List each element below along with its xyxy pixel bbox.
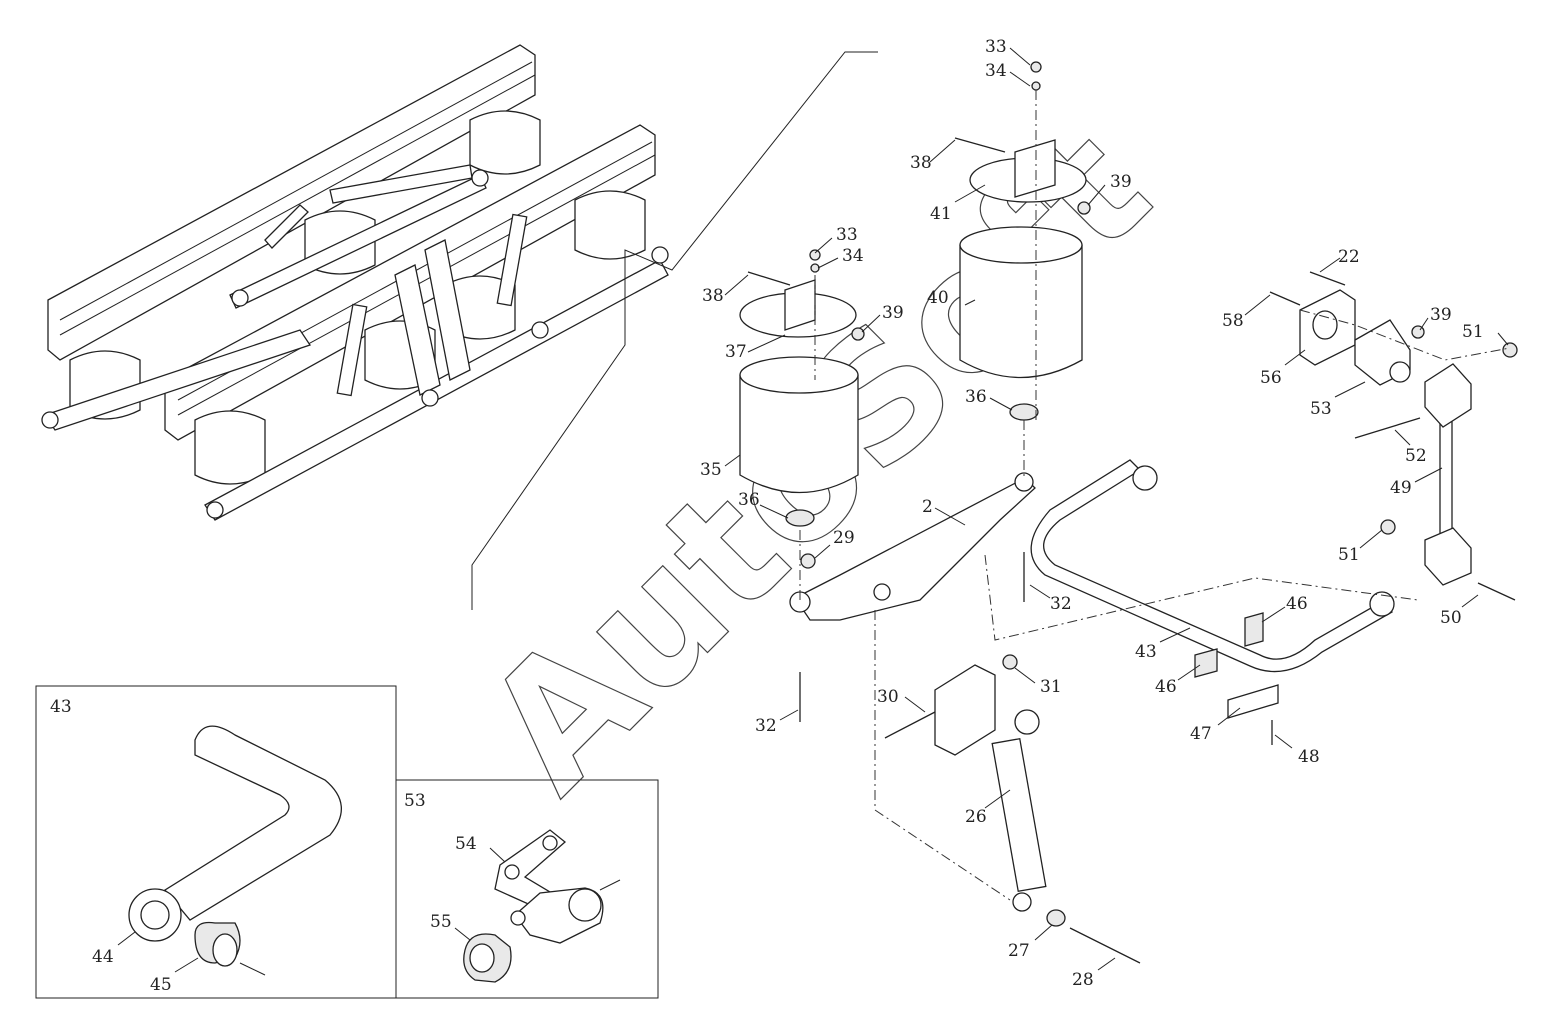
assembly-overview bbox=[41, 44, 669, 521]
bushing-46-lower bbox=[1194, 648, 1218, 678]
nut-51-upper bbox=[1502, 342, 1518, 358]
trailing-arm bbox=[794, 477, 1036, 621]
callout-2: 2 bbox=[922, 497, 933, 517]
nut-33-upper bbox=[1030, 61, 1042, 73]
callout-46-upper: 46 bbox=[1286, 594, 1308, 614]
callout-39-left: 39 bbox=[882, 303, 904, 323]
nut-34-upper bbox=[1031, 81, 1041, 91]
callout-33-lower: 33 bbox=[836, 225, 858, 245]
inset-53-frame bbox=[395, 779, 659, 999]
callout-56: 56 bbox=[1260, 368, 1282, 388]
bolt-22 bbox=[1309, 271, 1346, 286]
inset-callout-45: 45 bbox=[150, 975, 172, 995]
callout-58: 58 bbox=[1222, 311, 1244, 331]
inset-53: 53 54 55 bbox=[395, 779, 659, 999]
callout-47: 47 bbox=[1190, 724, 1212, 744]
callout-leaders bbox=[724, 47, 1509, 971]
callout-28: 28 bbox=[1072, 970, 1094, 990]
bolt-38-left bbox=[747, 271, 791, 286]
callout-27: 27 bbox=[1008, 941, 1030, 961]
bolt-52 bbox=[1354, 417, 1421, 439]
washer-27 bbox=[1046, 909, 1066, 927]
callout-36-left: 36 bbox=[738, 490, 760, 510]
callout-50: 50 bbox=[1440, 608, 1462, 628]
callout-53: 53 bbox=[1310, 399, 1332, 419]
callout-34-lower: 34 bbox=[842, 246, 864, 266]
callout-49: 49 bbox=[1390, 478, 1412, 498]
callout-22: 22 bbox=[1338, 247, 1360, 267]
inset-stabilizer-bar bbox=[164, 725, 343, 921]
callout-32-right: 32 bbox=[1050, 594, 1072, 614]
callout-38-left: 38 bbox=[702, 286, 724, 306]
callout-31: 31 bbox=[1040, 677, 1062, 697]
exploded-view bbox=[739, 61, 1518, 964]
callout-29: 29 bbox=[833, 528, 855, 548]
bolt-30 bbox=[884, 711, 936, 739]
nut-39-right bbox=[1077, 201, 1091, 215]
callout-26: 26 bbox=[965, 807, 987, 827]
nut-29 bbox=[800, 553, 816, 569]
bolt-58 bbox=[1269, 291, 1301, 306]
callout-40: 40 bbox=[927, 288, 949, 308]
inset-43-title: 43 bbox=[50, 697, 72, 717]
inset-callout-54: 54 bbox=[455, 834, 477, 854]
callout-32-left: 32 bbox=[755, 716, 777, 736]
callout-48: 48 bbox=[1298, 747, 1320, 767]
clamp-47 bbox=[1227, 684, 1279, 719]
bump-stop-right bbox=[1009, 403, 1039, 421]
callout-39-bracket: 39 bbox=[1430, 305, 1452, 325]
callout-35: 35 bbox=[700, 460, 722, 480]
link-rod bbox=[1439, 419, 1453, 541]
callout-46-lower: 46 bbox=[1155, 677, 1177, 697]
shock-absorber bbox=[991, 737, 1047, 893]
nut-39-left bbox=[851, 327, 865, 341]
inset-callout-44: 44 bbox=[92, 947, 114, 967]
callout-43: 43 bbox=[1135, 642, 1157, 662]
callout-36-right: 36 bbox=[965, 387, 987, 407]
callout-34-upper: 34 bbox=[985, 61, 1007, 81]
callout-33-upper: 33 bbox=[985, 37, 1007, 57]
callout-38-right: 38 bbox=[910, 153, 932, 173]
callout-52: 52 bbox=[1405, 446, 1427, 466]
callout-51-upper: 51 bbox=[1462, 322, 1484, 342]
nut-51-lower bbox=[1380, 519, 1396, 535]
nut-39-bracket bbox=[1411, 325, 1425, 339]
callout-51-lower: 51 bbox=[1338, 545, 1360, 565]
callout-37: 37 bbox=[725, 342, 747, 362]
inset-53-title: 53 bbox=[404, 791, 426, 811]
nut-31 bbox=[1002, 654, 1018, 670]
nut-33-lower bbox=[809, 249, 821, 261]
callout-41: 41 bbox=[930, 204, 952, 224]
stabilizer-bar bbox=[1030, 459, 1393, 673]
callout-30: 30 bbox=[877, 687, 899, 707]
inset-callout-55: 55 bbox=[430, 912, 452, 932]
bolt-28 bbox=[1069, 927, 1141, 964]
frame-rail-rear bbox=[47, 44, 536, 361]
bolt-50 bbox=[1477, 582, 1516, 601]
bushing-46-upper bbox=[1244, 612, 1264, 647]
bolt-38-right bbox=[954, 137, 1006, 153]
nut-34-lower bbox=[810, 263, 820, 273]
inset-43: 43 44 45 bbox=[35, 685, 397, 999]
bump-stop-left bbox=[785, 509, 815, 527]
callout-39-right: 39 bbox=[1110, 172, 1132, 192]
shock-mount-bracket bbox=[934, 664, 996, 756]
detail-leader-line bbox=[471, 51, 878, 610]
callout-labels: 33 34 38 39 41 33 34 40 38 39 37 36 35 3… bbox=[700, 37, 1484, 990]
